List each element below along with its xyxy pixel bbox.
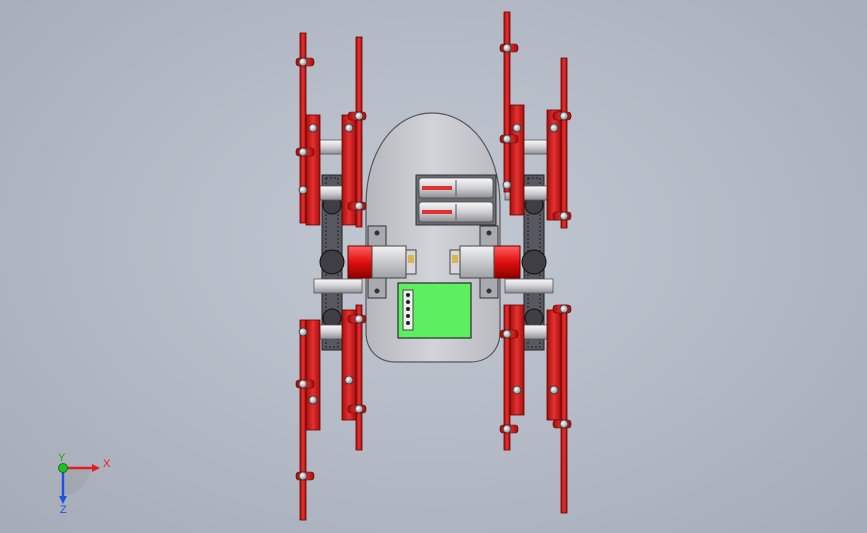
gear-train-left (319, 174, 345, 351)
leg-rear-right (499, 304, 572, 514)
y-axis-label: Y (58, 452, 66, 464)
battery-pack (415, 174, 497, 226)
motor-right (449, 245, 521, 279)
gear-train-right (521, 174, 547, 351)
header-pins (406, 293, 410, 325)
joint-pins (298, 43, 569, 481)
coordinate-triad: X Y Z (58, 452, 111, 516)
motor-left (347, 245, 417, 279)
z-axis-label: Z (60, 504, 67, 516)
control-board (397, 282, 472, 339)
x-axis-label: X (103, 458, 111, 470)
